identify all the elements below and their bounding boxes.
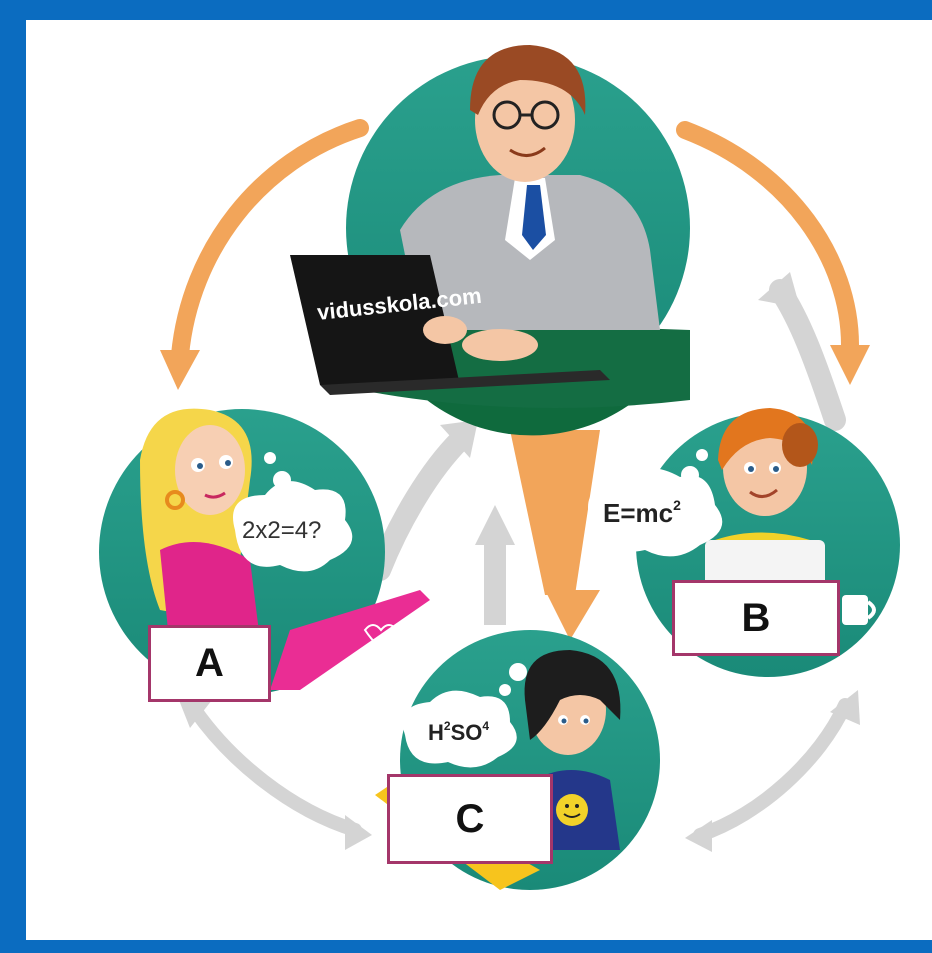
orange-arrow-down	[510, 430, 600, 640]
gray-arrow-c-b	[685, 690, 860, 852]
label-box-c: C	[387, 774, 553, 864]
orange-arrow-right	[676, 121, 870, 385]
gray-arrow-a-to-teacher	[369, 420, 478, 581]
label-b-text: B	[741, 595, 771, 640]
orange-arrow-left	[160, 119, 369, 390]
thought-b-text: E=mc2	[603, 497, 681, 528]
gray-arrow-a-c	[175, 690, 372, 850]
gray-arrow-b-to-teacher	[758, 272, 846, 431]
gray-arrow-c-to-teacher	[475, 505, 515, 625]
teacher-figure: vidusskola.com	[290, 45, 690, 436]
label-box-a: A	[148, 625, 271, 702]
label-box-b: B	[672, 580, 840, 656]
thought-c-text: H2SO4	[428, 719, 489, 745]
teacher-laptop	[290, 255, 460, 385]
label-c-text: C	[455, 796, 485, 841]
student-a-figure: 2x2=4?	[99, 408, 430, 695]
label-a-text: A	[195, 641, 224, 685]
thought-a-text: 2x2=4?	[242, 517, 321, 544]
